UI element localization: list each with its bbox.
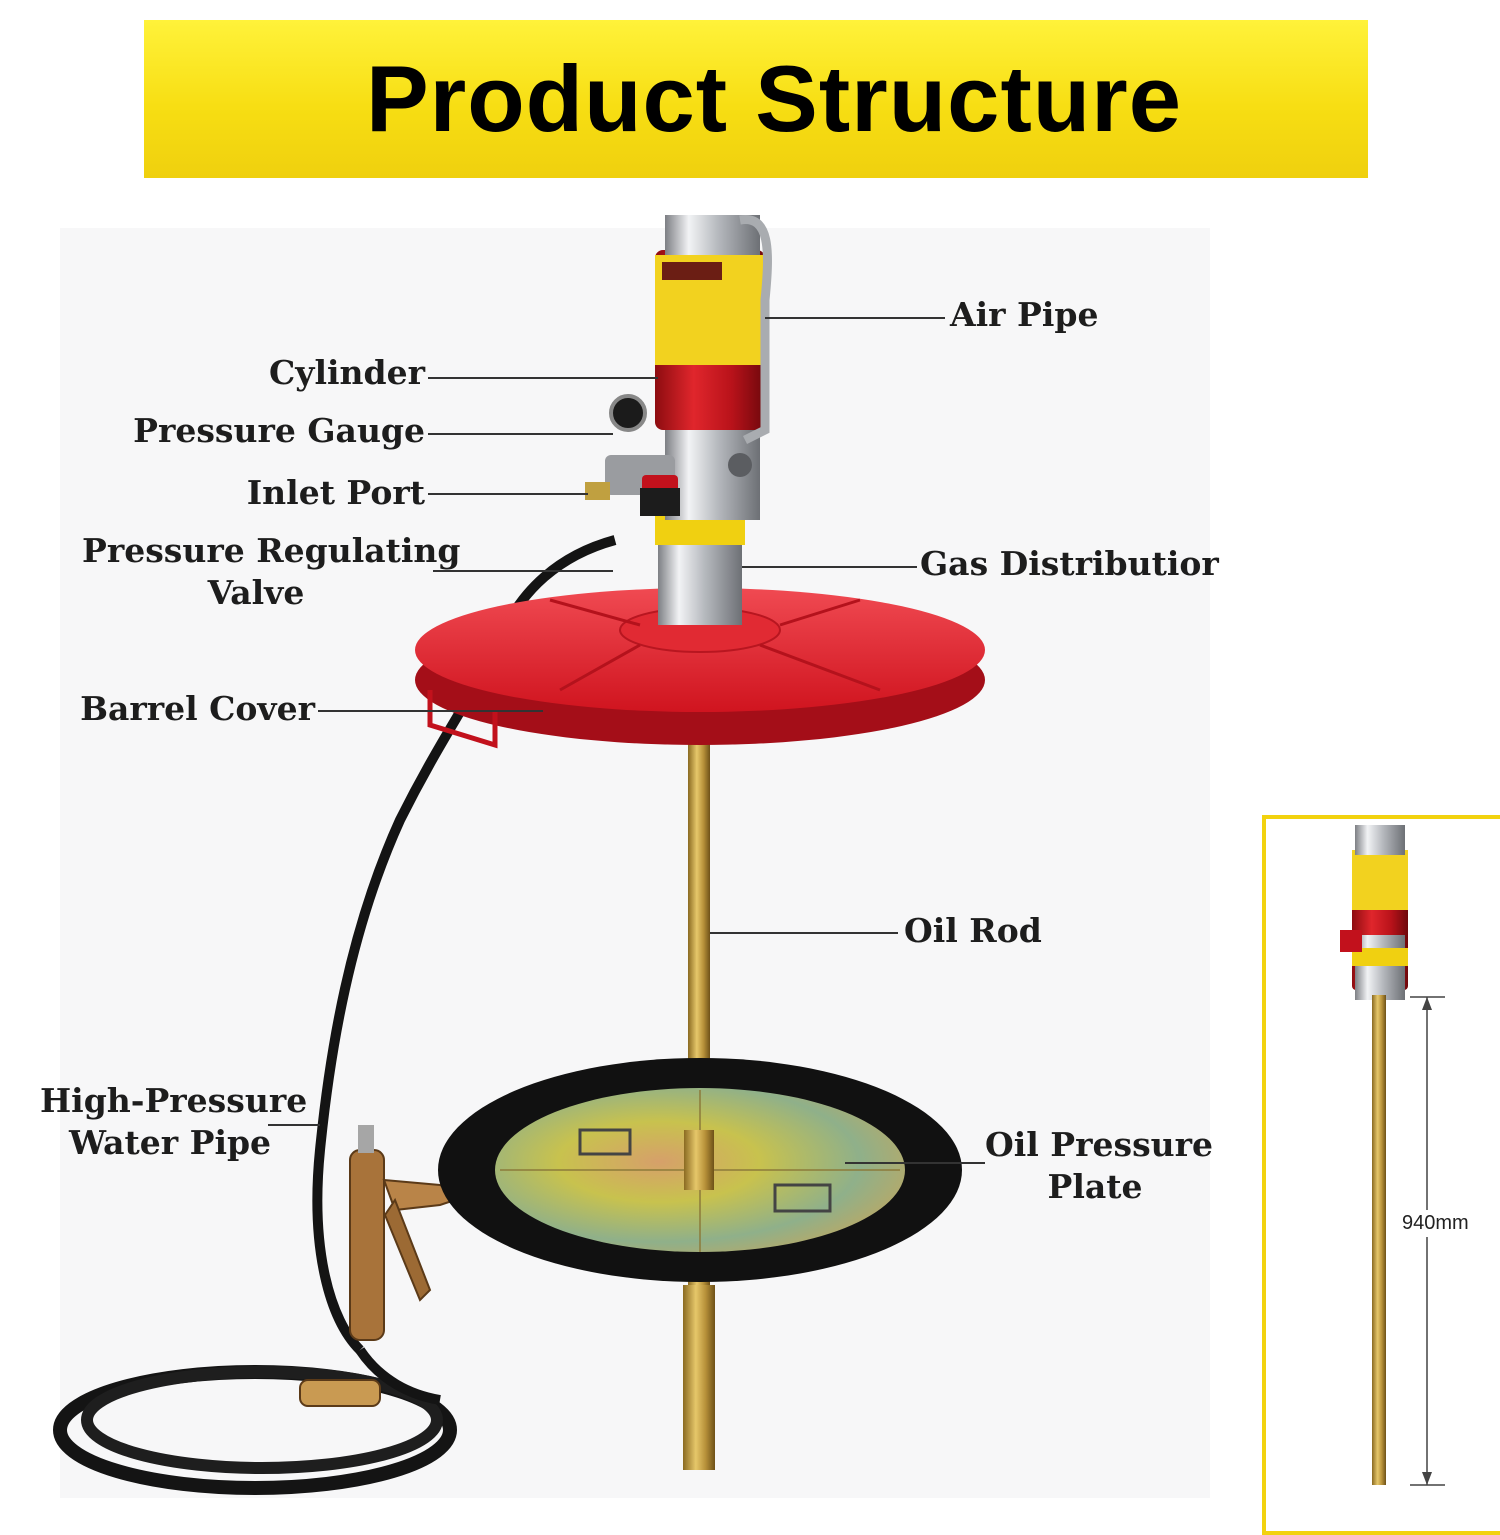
leader-inlet-port [428, 493, 588, 495]
leader-air-pipe [765, 317, 945, 319]
page-title: Product Structure [365, 46, 1183, 151]
label-inlet-port: Inlet Port [246, 473, 425, 512]
product-diagram: Air Pipe Cylinder Pressure Gauge Inlet P… [40, 215, 1500, 1535]
pump-illustration [53, 215, 1445, 1498]
label-high-pressure-water-pipe: High-Pressure Water Pipe [40, 1080, 308, 1164]
label-pressure-gauge: Pressure Gauge [133, 411, 425, 450]
label-pressure-regulating-valve: Pressure Regulating Valve [82, 530, 461, 614]
leader-oil-rod [710, 932, 898, 934]
label-high-pressure-water-pipe-line1: High-Pressure [40, 1081, 308, 1120]
label-cylinder: Cylinder [269, 353, 425, 392]
inset-dimension-label: 940mm [1402, 1210, 1469, 1237]
title-banner: Product Structure [144, 20, 1368, 178]
label-barrel-cover: Barrel Cover [80, 689, 315, 728]
label-oil-pressure-plate-line1: Oil Pressure [985, 1125, 1214, 1164]
grease-gun [299, 1125, 474, 1407]
label-high-pressure-water-pipe-line2: Water Pipe [68, 1123, 272, 1162]
leader-pressure-regulating-valve [433, 570, 613, 572]
inset-frame [1262, 815, 1500, 1535]
label-gas-distributor: Gas Distributior [920, 544, 1219, 583]
label-oil-pressure-plate-line2: Plate [1047, 1167, 1143, 1206]
leader-oil-pressure-plate [845, 1162, 985, 1164]
leader-gas-distributor [742, 566, 917, 568]
photo-background [60, 228, 1210, 1498]
leader-cylinder [428, 377, 658, 379]
pump-body [585, 215, 772, 625]
label-pressure-regulating-valve-line1: Pressure Regulating [82, 531, 461, 570]
hose-coil-2 [81, 1366, 443, 1474]
label-oil-pressure-plate: Oil Pressure Plate [985, 1124, 1214, 1208]
label-oil-rod: Oil Rod [904, 911, 1042, 950]
leader-high-pressure-water-pipe [268, 1124, 320, 1126]
leader-barrel-cover [318, 710, 543, 712]
label-air-pipe: Air Pipe [950, 295, 1099, 334]
inset-rod-figure [1340, 825, 1445, 1486]
leader-pressure-gauge [428, 433, 613, 435]
label-pressure-regulating-valve-line2: Valve [207, 573, 305, 612]
